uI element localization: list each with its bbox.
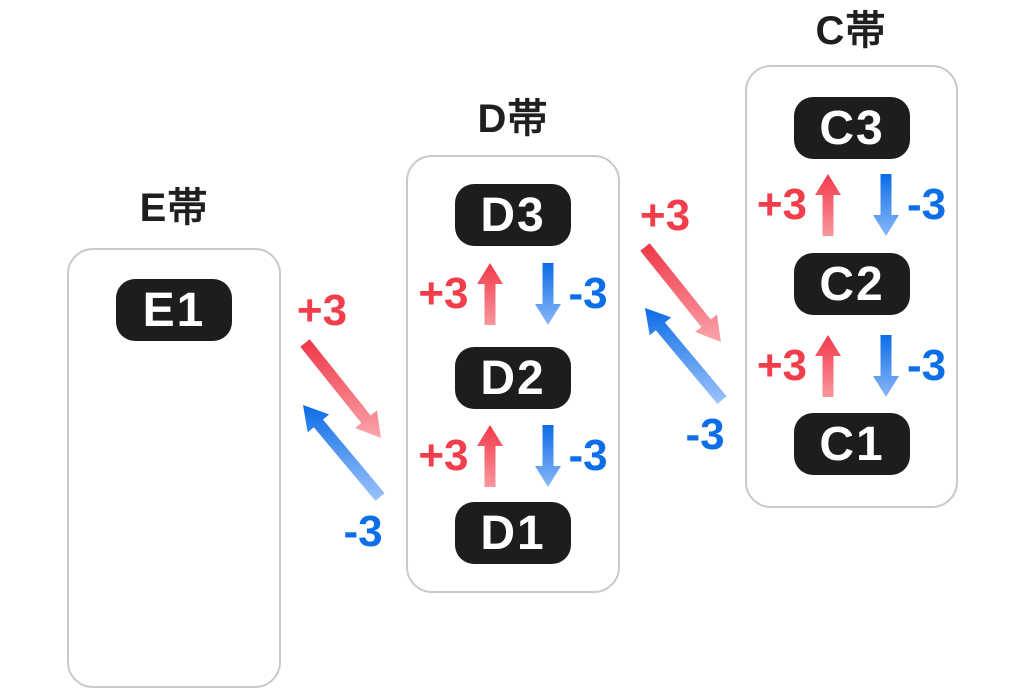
demote-label: -3 [343, 507, 383, 556]
rank-badge-d2: D2 [455, 347, 571, 409]
up-arrow-icon [476, 425, 503, 487]
band-title-c: C帯 [815, 9, 887, 53]
band-title-d: D帯 [477, 97, 549, 141]
transition-row-c2-c1: +3 -3 [745, 335, 958, 397]
band-title-e: E帯 [139, 186, 209, 230]
promote-label: +3 [296, 286, 348, 335]
down-arrow-icon [534, 425, 561, 487]
down-right-arrow-icon [640, 243, 721, 342]
transition-row-d3-d2: +3 -3 [406, 263, 620, 325]
down-arrow-icon [873, 174, 900, 236]
up-left-arrow-icon [645, 308, 727, 404]
demote-label: -3 [907, 341, 947, 390]
promote-label: +3 [418, 431, 469, 480]
up-arrow-icon [815, 335, 842, 397]
up-arrow-icon [815, 174, 842, 236]
rank-badge-c3: C3 [794, 97, 910, 159]
rank-badge-c1: C1 [794, 413, 910, 475]
down-right-arrow-icon [300, 339, 381, 438]
down-arrow-icon [873, 335, 900, 397]
demote-label: -3 [568, 269, 608, 318]
promote-label: +3 [756, 341, 808, 390]
rank-badge-e1: E1 [116, 279, 232, 341]
transition-row-d2-d1: +3 -3 [406, 425, 620, 487]
rank-badge-d1: D1 [455, 502, 571, 564]
demote-label: -3 [568, 431, 608, 480]
up-left-arrow-icon [303, 405, 385, 501]
transition-row-c3-c2: +3 -3 [745, 174, 958, 236]
promote-label: +3 [639, 191, 691, 240]
promote-label: +3 [418, 269, 469, 318]
down-arrow-icon [534, 263, 561, 325]
up-arrow-icon [476, 263, 503, 325]
demote-label: -3 [685, 410, 725, 459]
promote-label: +3 [756, 180, 808, 229]
rank-badge-c2: C2 [794, 253, 910, 315]
rank-badge-d3: D3 [455, 184, 571, 246]
demote-label: -3 [907, 180, 947, 229]
